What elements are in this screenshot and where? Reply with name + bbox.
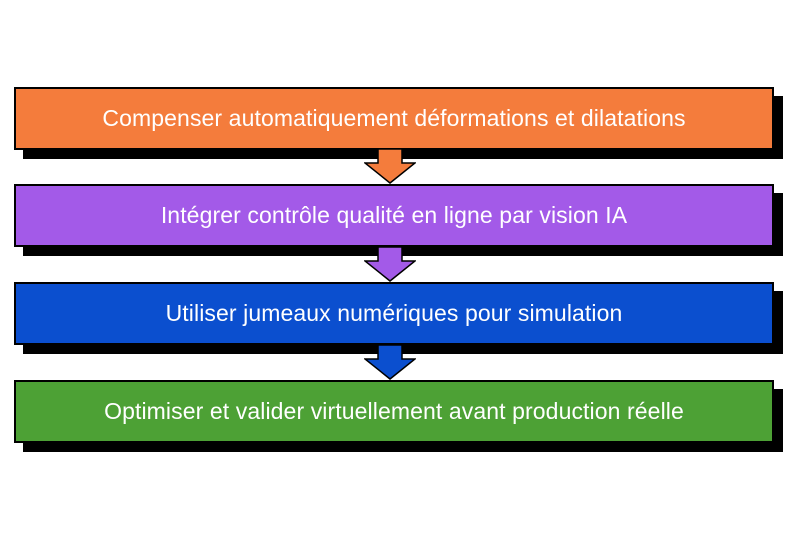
step-2-label: Intégrer contrôle qualité en ligne par v… — [160, 202, 628, 228]
step-4-label: Optimiser et valider virtuellement avant… — [104, 398, 684, 424]
step-2-box: Intégrer contrôle qualité en ligne par v… — [14, 184, 774, 247]
step-3-box: Utiliser jumeaux numériques pour simulat… — [14, 282, 774, 345]
down-arrow-icon — [364, 246, 416, 282]
step-3-label: Utiliser jumeaux numériques pour simulat… — [165, 300, 623, 326]
step-1-box: Compenser automatiquement déformations e… — [14, 87, 774, 150]
down-arrow-icon — [364, 344, 416, 380]
step-1-label: Compenser automatiquement déformations e… — [102, 105, 686, 131]
down-arrow-icon — [364, 148, 416, 184]
step-4-box: Optimiser et valider virtuellement avant… — [14, 380, 774, 443]
